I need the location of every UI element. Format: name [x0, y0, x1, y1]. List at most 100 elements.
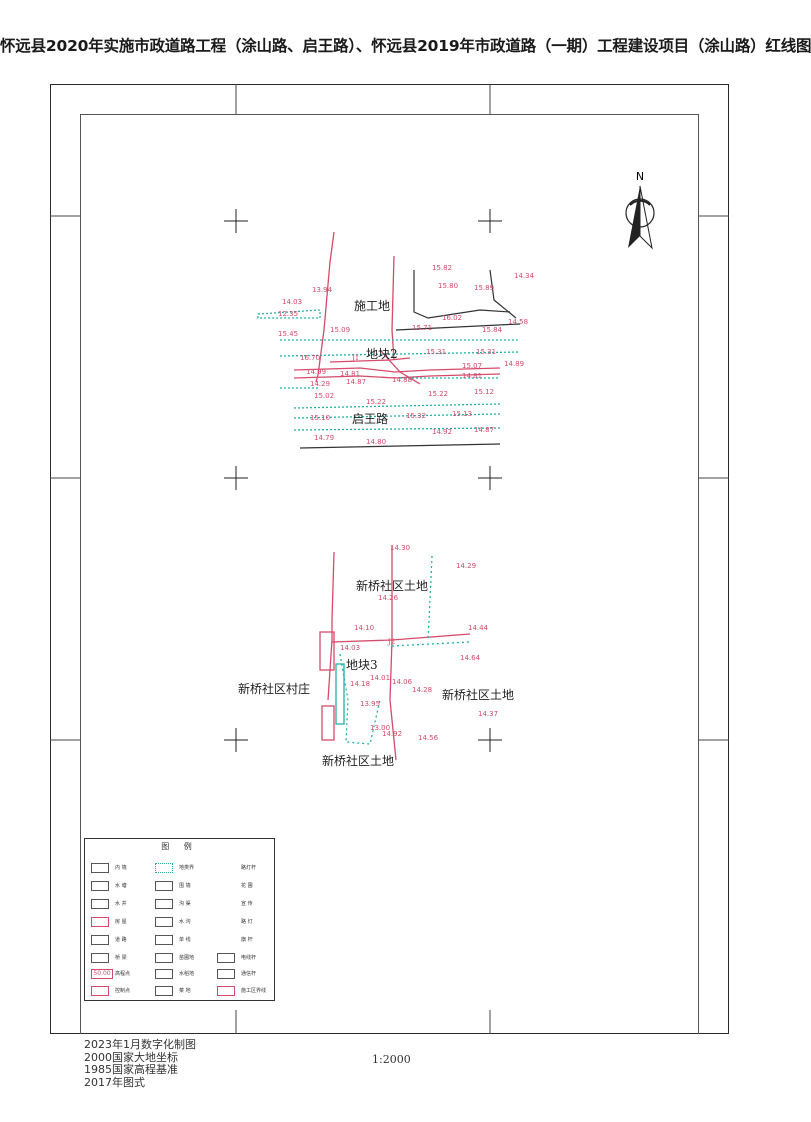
- elev-label: 14.06: [392, 678, 413, 686]
- elev-label: 15.13: [452, 410, 473, 418]
- elev-label: 14.81: [340, 370, 361, 378]
- legend-label: 水稻地: [179, 971, 195, 977]
- elev-label: 14.44: [468, 624, 489, 632]
- elev-label: 15.32: [406, 412, 427, 420]
- map-outer-frame: [50, 84, 729, 1034]
- legend-item: 沟 渠: [151, 897, 213, 911]
- elev-label: 15.22: [366, 398, 387, 406]
- legend-symbol: [91, 899, 109, 909]
- legend-symbol: [155, 935, 173, 945]
- legend-item: 通信杆: [213, 967, 275, 981]
- legend-label: 路 灯: [241, 919, 253, 925]
- legend-item: 路 灯: [213, 915, 275, 929]
- label-xinqiao-cunzhuang: 新桥社区村庄: [238, 682, 311, 696]
- grid-crosses: [224, 209, 502, 752]
- elev-label: 13.00: [370, 724, 391, 732]
- legend-item: 道 路: [87, 933, 149, 947]
- elev-label: 15.31: [476, 348, 497, 356]
- footer-line: 1985国家高程基准: [84, 1063, 178, 1076]
- footer-line: 2017年图式: [84, 1075, 145, 1089]
- elev-label: 12.35: [278, 310, 299, 318]
- legend-label: 桥 梁: [115, 955, 127, 961]
- upper-road-lines: [293, 231, 501, 385]
- legend-label: 道 路: [115, 937, 127, 943]
- legend-item: 水 沟: [151, 915, 213, 929]
- legend-label: 电线杆: [241, 955, 257, 961]
- footer-line: 2023年1月数字化制图: [84, 1038, 196, 1051]
- legend-label: 宣 传: [241, 901, 253, 907]
- elev-label: 14.29: [310, 380, 331, 388]
- lower-elevations: 14.30 14.29 14.26 14.44 14.10 14.03 14.6…: [340, 544, 498, 742]
- elev-label: 15.10: [310, 414, 331, 422]
- legend-symbol: [217, 881, 235, 891]
- legend-item: 花 圃: [213, 879, 275, 893]
- legend-label: 旗 杆: [241, 937, 253, 943]
- elev-label: 14.87: [346, 378, 367, 386]
- footer-line: 2000国家大地坐标: [84, 1050, 178, 1064]
- map-canvas: N: [50, 84, 729, 1034]
- elev-label: 14.99: [306, 368, 327, 376]
- legend-symbol: [91, 986, 109, 996]
- elev-label: 14.79: [314, 434, 335, 442]
- legend-symbol: 50.00: [91, 969, 113, 979]
- elev-label: 14.30: [390, 544, 411, 552]
- elev-label: 14.18: [350, 680, 371, 688]
- legend-symbol: [217, 986, 235, 996]
- legend-symbol: [217, 969, 235, 979]
- elev-label: 15.07: [462, 362, 483, 370]
- legend-label: 内 墙: [115, 865, 127, 871]
- elev-label: 14.56: [418, 734, 439, 742]
- elev-label: 14.03: [340, 644, 361, 652]
- legend-item: 菜 地: [151, 984, 213, 998]
- page-title: 怀远县2020年实施市政道路工程（涂山路、启王路）、怀远县2019年市政道路（一…: [0, 37, 811, 55]
- legend-symbol: [155, 986, 173, 996]
- legend-item: 围 墙: [151, 879, 213, 893]
- map-scale: 1:2000: [372, 1053, 411, 1066]
- elev-label: 15.80: [438, 282, 459, 290]
- map-inner-frame: [80, 114, 699, 1034]
- legend-symbol: [155, 917, 173, 927]
- legend-symbol: [155, 953, 173, 963]
- elev-label: 16.70: [300, 354, 321, 362]
- elev-label: 15.22: [428, 390, 449, 398]
- elev-label: 14.58: [508, 318, 529, 326]
- legend-symbol: [91, 935, 109, 945]
- map-footer-notes: 2023年1月数字化制图 2000国家大地坐标 1985国家高程基准 2017年…: [84, 1038, 196, 1089]
- elev-label: 14.34: [514, 272, 535, 280]
- legend-symbol: [155, 899, 173, 909]
- elev-label: 14.89: [504, 360, 525, 368]
- elev-label: 14.87: [474, 426, 495, 434]
- upper-elevations: 15.82 14.34 15.80 15.89 13.94 14.03 12.3…: [278, 264, 535, 446]
- elev-label: 14.28: [412, 686, 433, 694]
- legend-symbol: [217, 935, 235, 945]
- area-labels: 施工地 地块2 启王路 J1 J2 新桥社区土地 新桥社区村庄 地块3 新桥社区…: [238, 299, 514, 768]
- legend-item: 苗圃地: [151, 951, 213, 965]
- lower-cyan-lines: [335, 555, 471, 745]
- legend-label: 花 圃: [241, 883, 253, 889]
- elev-label: 14.80: [366, 438, 387, 446]
- legend-label: 地类界: [179, 865, 195, 871]
- legend-label: 围 墙: [179, 883, 191, 889]
- legend-label: 水 沟: [179, 919, 191, 925]
- legend-label: 沟 渠: [179, 901, 191, 907]
- legend-symbol: [91, 881, 109, 891]
- elev-label: 15.45: [278, 330, 299, 338]
- elev-label: 15.82: [432, 264, 453, 272]
- elev-label: 15.09: [330, 326, 351, 334]
- legend-label: 单 线: [179, 937, 191, 943]
- label-dikuai2: 地块2: [366, 347, 398, 361]
- legend-symbol: [217, 863, 235, 873]
- legend-item: 房 屋: [87, 915, 149, 929]
- label-qiwanglu: 启王路: [352, 412, 389, 426]
- elev-label: 14.64: [460, 654, 481, 662]
- elev-label: 15.02: [314, 392, 335, 400]
- legend-symbol: [155, 881, 173, 891]
- legend-symbol: [217, 953, 235, 963]
- legend-item: 桥 梁: [87, 951, 149, 965]
- lower-road-lines: [319, 546, 471, 761]
- legend-item: 控制点: [87, 984, 149, 998]
- legend-label: 水 塘: [115, 883, 127, 889]
- elev-label: 15.71: [412, 324, 433, 332]
